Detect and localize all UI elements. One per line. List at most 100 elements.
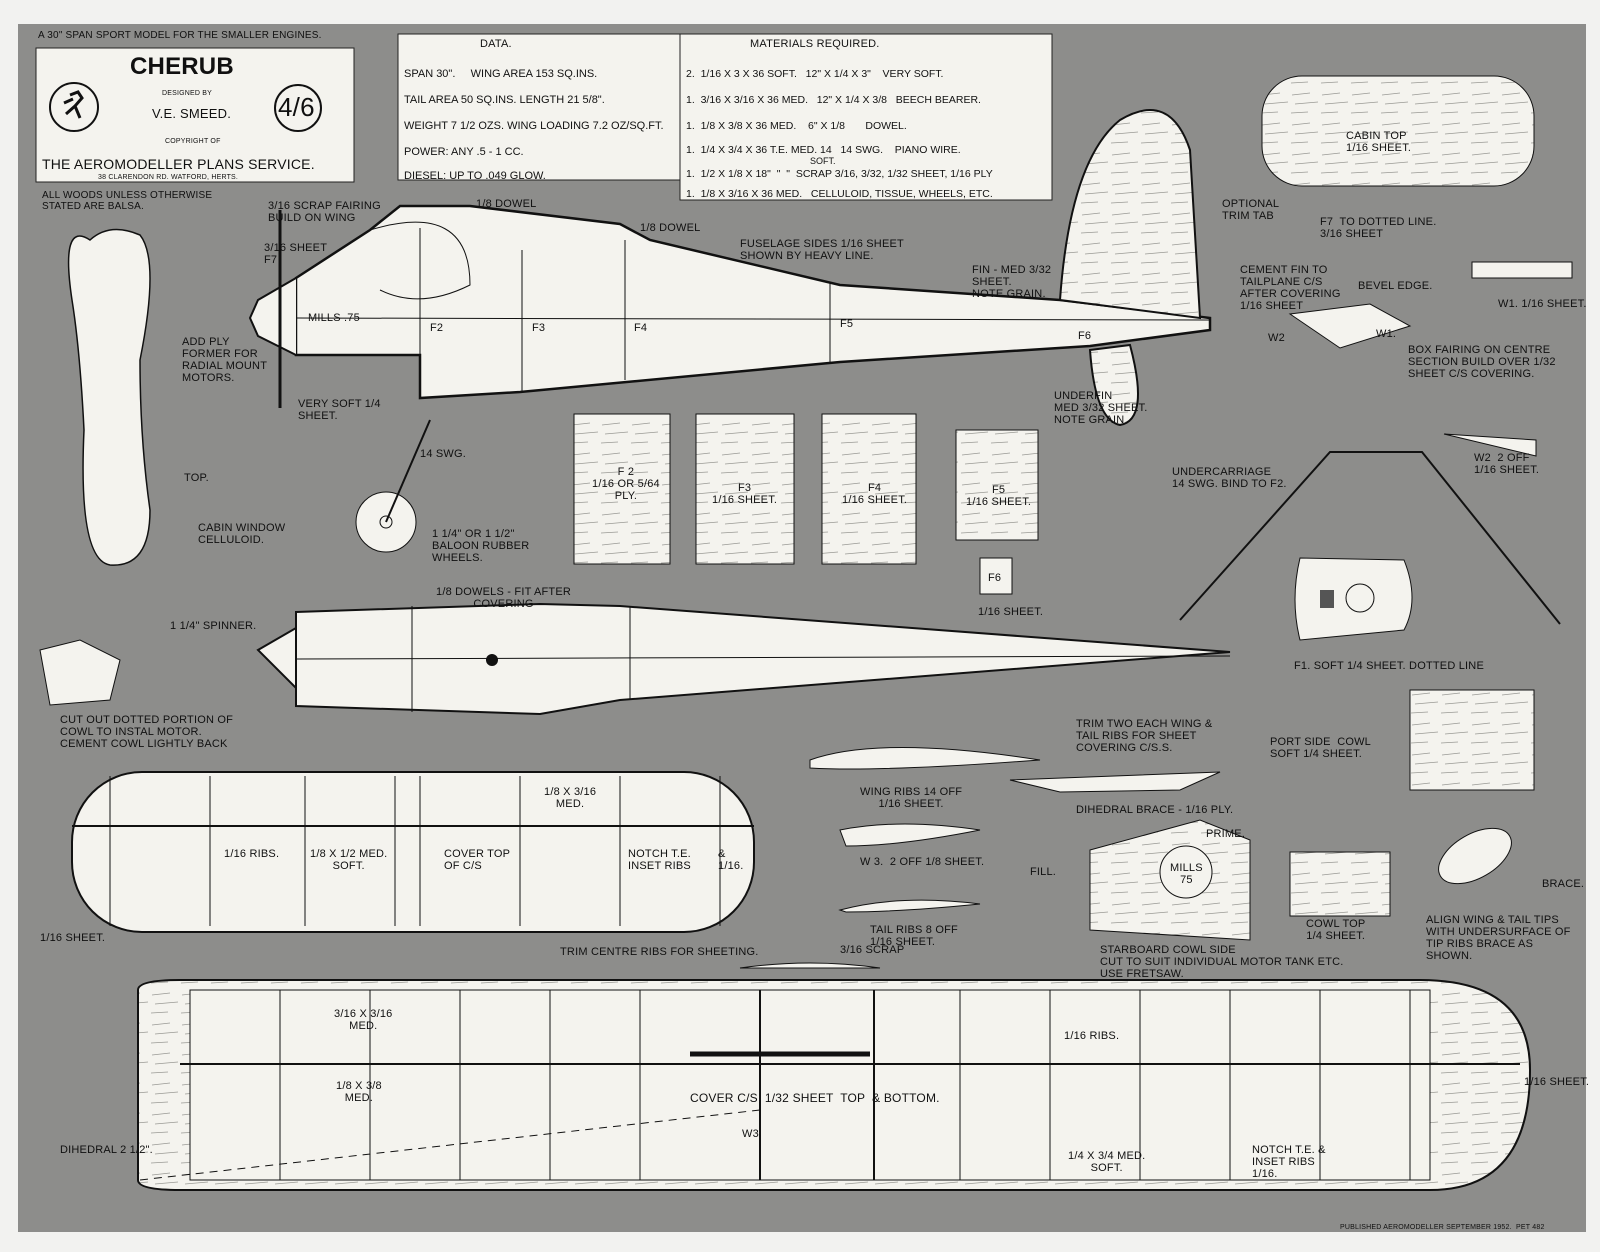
label-f3-plate: F3 1/16 SHEET. bbox=[712, 482, 778, 506]
label-port-cowl: PORT SIDE COWL SOFT 1/4 SHEET. bbox=[1270, 736, 1372, 760]
price-circle bbox=[274, 84, 322, 132]
former-f4 bbox=[821, 413, 917, 565]
published-note: PUBLISHED AEROMODELLER SEPTEMBER 1952. P… bbox=[1340, 1224, 1545, 1231]
tailplane bbox=[71, 771, 755, 933]
label-w1: W1. bbox=[1376, 328, 1397, 340]
fuselage-side-view bbox=[248, 109, 1212, 427]
label-undercarriage: UNDERCARRIAGE 14 SWG. BIND TO F2. bbox=[1172, 466, 1287, 490]
cowl-top bbox=[1289, 851, 1391, 917]
title-block bbox=[35, 47, 355, 183]
material-row: 1. 1/8 X 3/16 X 36 MED. CELLULOID, TISSU… bbox=[686, 188, 993, 200]
label-wing-tip-sheet: 1/16 SHEET. bbox=[1524, 1076, 1590, 1088]
label-box-fairing: BOX FAIRING ON CENTRE SECTION BUILD OVER… bbox=[1408, 344, 1556, 380]
label-cut-out: CUT OUT DOTTED PORTION OF COWL TO INSTAL… bbox=[60, 714, 234, 750]
publisher-address: 38 CLARENDON RD. WATFORD, HERTS. bbox=[98, 174, 239, 181]
wing-rib bbox=[809, 747, 1041, 770]
logo-icon bbox=[49, 82, 99, 132]
material-row: 1. 1/8 X 3/8 X 36 MED. 6" X 1/8 DOWEL. bbox=[686, 120, 907, 132]
label-wheels: 1 1/4" OR 1 1/2" BALOON RUBBER WHEELS. bbox=[432, 528, 530, 564]
cabin-top bbox=[1261, 75, 1535, 187]
label-wing-ribs: WING RIBS 14 OFF 1/16 SHEET. bbox=[860, 786, 963, 810]
label-f4: F4 bbox=[634, 322, 648, 334]
label-bevel-edge: BEVEL EDGE. bbox=[1358, 280, 1433, 292]
label-f3: F3 bbox=[532, 322, 546, 334]
label-top: TOP. bbox=[184, 472, 209, 484]
label-cabin-window: CABIN WINDOW CELLULOID. bbox=[198, 522, 286, 546]
label-scrap-fairing: 3/16 SCRAP FAIRING BUILD ON WING bbox=[268, 200, 381, 224]
label-starboard: STARBOARD COWL SIDE CUT TO SUIT INDIVIDU… bbox=[1100, 944, 1344, 980]
label-f2-plate: F 2 1/16 OR 5/64 PLY. bbox=[592, 466, 660, 502]
former-f3 bbox=[695, 413, 795, 565]
label-f4-plate: F4 1/16 SHEET. bbox=[842, 482, 908, 506]
label-tail-te: 1/8 X 1/2 MED. SOFT. bbox=[310, 848, 388, 872]
label-trim-centre: TRIM CENTRE RIBS FOR SHEETING. bbox=[560, 946, 759, 958]
label-cabin-top: CABIN TOP 1/16 SHEET. bbox=[1346, 130, 1412, 154]
label-tail-spar: 1/8 X 3/16 MED. bbox=[544, 786, 597, 810]
material-row: 1. 3/16 X 3/16 X 36 MED. 12" X 1/4 X 3/8… bbox=[686, 94, 981, 106]
former-f2 bbox=[573, 413, 671, 565]
label-brace: BRACE. bbox=[1542, 878, 1585, 890]
label-f6-plate: F6 bbox=[988, 572, 1002, 584]
label-f7-sheet: 3/16 SHEET F7 bbox=[264, 242, 328, 266]
label-very-soft: VERY SOFT 1/4 SHEET. bbox=[298, 398, 381, 422]
label-scrap: 3/16 SCRAP bbox=[840, 944, 905, 956]
materials-box bbox=[679, 33, 1053, 201]
label-mills: MILLS .75 bbox=[308, 312, 360, 324]
label-cover-top-cs: COVER TOP OF C/S bbox=[444, 848, 511, 872]
material-soft-note: SOFT. bbox=[810, 156, 836, 166]
label-tail-ribs: TAIL RIBS 8 OFF 1/16 SHEET. bbox=[870, 924, 958, 948]
label-mills75: MILLS 75 bbox=[1170, 862, 1203, 886]
undercarriage-wire bbox=[1179, 451, 1561, 625]
label-f6-sheet: 1/16 SHEET. bbox=[978, 606, 1044, 618]
top-former bbox=[67, 228, 151, 566]
label-cowl-top: COWL TOP 1/4 SHEET. bbox=[1306, 918, 1366, 942]
label-wing-notch: NOTCH T.E. & INSET RIBS 1/16. bbox=[1252, 1144, 1326, 1180]
data-row: WEIGHT 7 1/2 OZS. WING LOADING 7.2 OZ/SQ… bbox=[404, 120, 664, 132]
materials-title: MATERIALS REQUIRED. bbox=[750, 38, 880, 50]
label-fin: FIN - MED 3/32 SHEET. NOTE GRAIN. bbox=[972, 264, 1052, 300]
label-notch-te: NOTCH T.E. INSET RIBS bbox=[628, 848, 691, 872]
label-cement-fin: CEMENT FIN TO TAILPLANE C/S AFTER COVERI… bbox=[1240, 264, 1341, 312]
label-w2: W2 bbox=[1268, 332, 1285, 344]
label-dowels-fit: 1/8 DOWELS - FIT AFTER COVERING bbox=[436, 586, 571, 610]
label-fuselage-sides: FUSELAGE SIDES 1/16 SHEET SHOWN BY HEAVY… bbox=[740, 238, 904, 262]
label-trim-two: TRIM TWO EACH WING & TAIL RIBS FOR SHEET… bbox=[1076, 718, 1213, 754]
data-title: DATA. bbox=[480, 38, 512, 50]
data-row: DIESEL: UP TO .049 GLOW. bbox=[404, 170, 546, 182]
label-fill: FILL. bbox=[1030, 866, 1057, 878]
label-w2-off: W2 2 OFF 1/16 SHEET. bbox=[1474, 452, 1540, 476]
label-cover-cs: COVER C/S 1/32 SHEET TOP & BOTTOM. bbox=[690, 1091, 940, 1105]
tail-rib bbox=[838, 899, 981, 913]
data-row: POWER: ANY .5 - 1 CC. bbox=[404, 146, 524, 158]
page-title: CHERUB bbox=[130, 53, 234, 80]
former-f6 bbox=[979, 557, 1013, 595]
label-f2: F2 bbox=[430, 322, 444, 334]
f1-former bbox=[1294, 557, 1413, 641]
dihedral-brace bbox=[1009, 771, 1221, 793]
label-14swg: 14 SWG. bbox=[420, 448, 467, 460]
label-w1-sheet: W1. 1/16 SHEET. bbox=[1498, 298, 1587, 310]
label-underfin: UNDERFIN MED 3/32 SHEET. NOTE GRAIN. bbox=[1054, 390, 1148, 426]
label-wing-spar: 1/8 X 3/8 MED. bbox=[336, 1080, 382, 1104]
label-wing-le: 3/16 X 3/16 MED. bbox=[334, 1008, 393, 1032]
fuselage-plan-view bbox=[256, 602, 1231, 716]
label-tail-sheet: 1/16 SHEET. bbox=[40, 932, 106, 944]
label-f5-plate: F5 1/16 SHEET. bbox=[966, 484, 1032, 508]
port-cowl bbox=[1409, 689, 1535, 791]
w3-part bbox=[839, 823, 981, 847]
label-f5: F5 bbox=[840, 318, 854, 330]
former-f5 bbox=[955, 429, 1039, 541]
label-wing-te: 1/4 X 3/4 MED. SOFT. bbox=[1068, 1150, 1146, 1174]
label-add-ply: ADD PLY FORMER FOR RADIAL MOUNT MOTORS. bbox=[182, 336, 268, 384]
wing-tip-brace bbox=[1438, 827, 1512, 885]
designer-name: V.E. SMEED. bbox=[152, 106, 232, 121]
box-fairing bbox=[1288, 303, 1412, 349]
label-spinner: 1 1/4" SPINNER. bbox=[170, 620, 257, 632]
main-wing bbox=[137, 962, 1532, 1191]
data-row: SPAN 30". WING AREA 153 SQ.INS. bbox=[404, 68, 598, 80]
label-prime: PRIME. bbox=[1206, 828, 1246, 840]
w1-part bbox=[1471, 261, 1573, 279]
material-row: 1. 1/2 X 1/8 X 18" " " SCRAP 3/16, 3/32,… bbox=[686, 168, 993, 180]
cowl-sketch bbox=[39, 639, 121, 706]
designed-by-label: DESIGNED BY bbox=[162, 90, 213, 97]
